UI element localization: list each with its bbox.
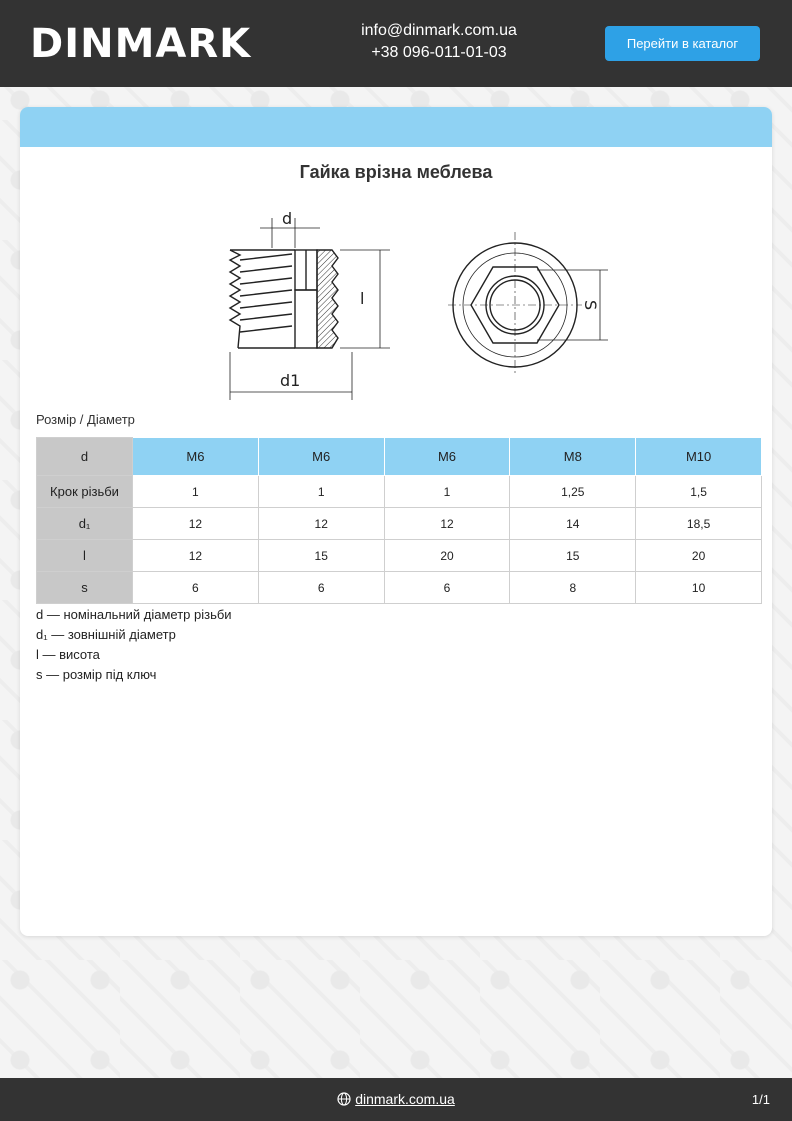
dinmark-logo[interactable]: DINMARK (30, 21, 252, 67)
table-row: s 6 6 6 8 10 (36, 571, 762, 604)
table-cell: 12 (257, 507, 385, 540)
column-header: M10 (635, 437, 762, 476)
table-cell: 15 (257, 539, 385, 572)
side-view (228, 218, 390, 400)
table-cell: 1 (383, 475, 511, 508)
product-card: Гайка врізна меблева (20, 107, 772, 936)
table-cell: 1,25 (509, 475, 637, 508)
table-caption: Розмір / Діаметр (36, 412, 135, 427)
page-number: 1/1 (751, 1092, 770, 1107)
table-cell: 1 (132, 475, 259, 508)
table-cell: 6 (132, 571, 259, 604)
table-cell: 18,5 (635, 507, 762, 540)
drawing-label-s: S (581, 300, 600, 310)
legend: d — номінальний діаметр різьби d₁ — зовн… (36, 605, 232, 685)
globe-icon (337, 1092, 351, 1106)
row-label: l (36, 539, 133, 572)
table-cell: 8 (509, 571, 637, 604)
drawing-label-d: d (282, 209, 292, 228)
row-label: d₁ (36, 507, 133, 540)
table-cell: 20 (383, 539, 511, 572)
spec-table: d M6 M6 M6 M8 M10 Крок різьби 1 1 1 1,25… (36, 437, 762, 604)
front-view (448, 232, 608, 376)
contacts: info@dinmark.com.ua +38 096-011-01-03 (330, 20, 548, 64)
legend-item: l — висота (36, 647, 100, 662)
column-header: M6 (132, 437, 259, 476)
table-row: d₁ 12 12 12 14 18,5 (36, 507, 762, 540)
table-cell: 1,5 (635, 475, 762, 508)
card-header-band (20, 107, 772, 147)
legend-item: d — номінальний діаметр різьби (36, 607, 232, 622)
column-header: M8 (509, 437, 637, 476)
table-cell: 12 (132, 539, 259, 572)
table-cell: 20 (635, 539, 762, 572)
column-header: M6 (257, 437, 385, 476)
table-header-row: d M6 M6 M6 M8 M10 (36, 437, 762, 476)
legend-item: d₁ — зовнішній діаметр (36, 627, 176, 642)
contact-email[interactable]: info@dinmark.com.ua (361, 22, 517, 39)
table-cell: 15 (509, 539, 637, 572)
drawing-label-l: l (360, 289, 364, 308)
header-bar: DINMARK info@dinmark.com.ua +38 096-011-… (0, 0, 792, 87)
technical-drawing: d l d1 S (228, 209, 608, 400)
catalog-button[interactable]: Перейти в каталог (605, 26, 760, 61)
row-label: Крок різьби (36, 475, 133, 508)
table-cell: 10 (635, 571, 762, 604)
drawing-label-d1: d1 (280, 371, 300, 390)
column-header: M6 (383, 437, 511, 476)
contact-phone[interactable]: +38 096-011-01-03 (371, 44, 507, 61)
legend-item: s — розмір під ключ (36, 667, 157, 682)
table-cell: 12 (383, 507, 511, 540)
table-row: l 12 15 20 15 20 (36, 539, 762, 572)
table-row: Крок різьби 1 1 1 1,25 1,5 (36, 475, 762, 508)
table-cell: 14 (509, 507, 637, 540)
header-label: d (36, 437, 133, 476)
table-cell: 6 (257, 571, 385, 604)
footer-site: dinmark.com.ua (0, 1091, 792, 1107)
site-link[interactable]: dinmark.com.ua (355, 1091, 455, 1107)
product-title: Гайка врізна меблева (299, 162, 493, 182)
row-label: s (36, 571, 133, 604)
table-cell: 6 (383, 571, 511, 604)
table-cell: 1 (257, 475, 385, 508)
table-cell: 12 (132, 507, 259, 540)
footer-bar: dinmark.com.ua 1/1 (0, 1078, 792, 1121)
